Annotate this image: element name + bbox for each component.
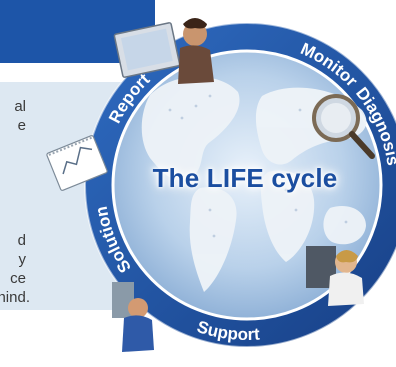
notepad-chart-icon	[46, 135, 108, 191]
continents	[141, 76, 367, 292]
cropped-body-text: al e d y ce nind.	[0, 98, 30, 306]
text-fragment: al	[14, 98, 26, 115]
text-fragment: nind.	[0, 289, 30, 306]
text-fragment: e	[17, 117, 26, 134]
text-fragment: ce	[10, 270, 26, 287]
operator-at-laptop-image	[113, 18, 214, 84]
text-fragment: d	[17, 232, 26, 249]
engineer-image	[112, 282, 154, 352]
support-agent-image	[306, 246, 364, 306]
cycle-title: The LIFE cycle	[152, 163, 338, 193]
magnifying-glass-image	[312, 94, 375, 159]
text-fragment: y	[18, 251, 27, 268]
